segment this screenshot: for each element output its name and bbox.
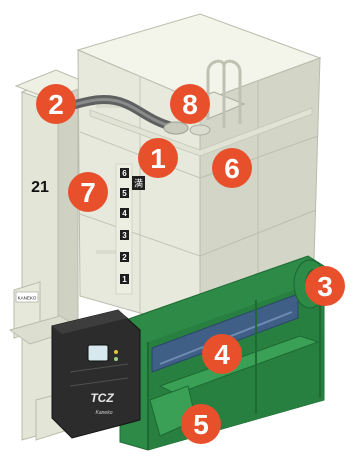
callout-3: 3 bbox=[305, 266, 345, 306]
callout-7: 7 bbox=[68, 172, 108, 212]
callout-number: 4 bbox=[214, 339, 230, 370]
svg-text:2: 2 bbox=[122, 253, 127, 262]
level-box-1: 1 bbox=[120, 274, 129, 284]
svg-text:満: 満 bbox=[134, 179, 143, 190]
control-panel: TCZ Kaneko bbox=[51, 309, 141, 439]
panel-brand-label: Kaneko bbox=[96, 410, 113, 416]
callout-2: 2 bbox=[36, 84, 76, 124]
callout-4: 4 bbox=[202, 334, 242, 374]
panel-display bbox=[87, 344, 109, 362]
svg-text:1: 1 bbox=[122, 275, 127, 284]
elevator-number: 21 bbox=[31, 179, 49, 196]
panel-indicator-light bbox=[114, 357, 118, 361]
callout-5: 5 bbox=[181, 404, 221, 444]
maker-badge-text: KANEKO bbox=[18, 296, 37, 301]
callout-number: 5 bbox=[193, 409, 209, 440]
callout-number: 1 bbox=[150, 143, 166, 174]
loading-pipe bbox=[65, 95, 189, 135]
callout-1: 1 bbox=[138, 138, 178, 178]
level-box-6: 6 bbox=[120, 168, 129, 178]
level-box-5: 5 bbox=[120, 188, 129, 198]
panel-indicator-light bbox=[114, 350, 118, 354]
svg-text:3: 3 bbox=[122, 231, 127, 240]
callout-8: 8 bbox=[170, 84, 210, 124]
maker-badge bbox=[15, 291, 39, 303]
svg-text:5: 5 bbox=[122, 189, 127, 198]
callout-number: 6 bbox=[224, 153, 240, 184]
level-box-2: 2 bbox=[120, 252, 129, 262]
callout-number: 8 bbox=[182, 89, 198, 120]
level-box-3: 3 bbox=[120, 230, 129, 240]
level-box-4: 4 bbox=[120, 208, 129, 218]
svg-text:4: 4 bbox=[122, 209, 127, 218]
callout-number: 3 bbox=[317, 271, 333, 302]
callout-6: 6 bbox=[212, 148, 252, 188]
panel-model-label: TCZ bbox=[90, 391, 114, 405]
kanji-label: 満 bbox=[132, 176, 145, 190]
level-indicator: 満 6 5 4 3 2 1 bbox=[115, 163, 145, 295]
callout-markers: 1 2 3 4 5 6 7 8 bbox=[36, 84, 345, 444]
callout-number: 2 bbox=[48, 89, 64, 120]
svg-text:6: 6 bbox=[122, 169, 127, 178]
callout-number: 7 bbox=[80, 177, 96, 208]
